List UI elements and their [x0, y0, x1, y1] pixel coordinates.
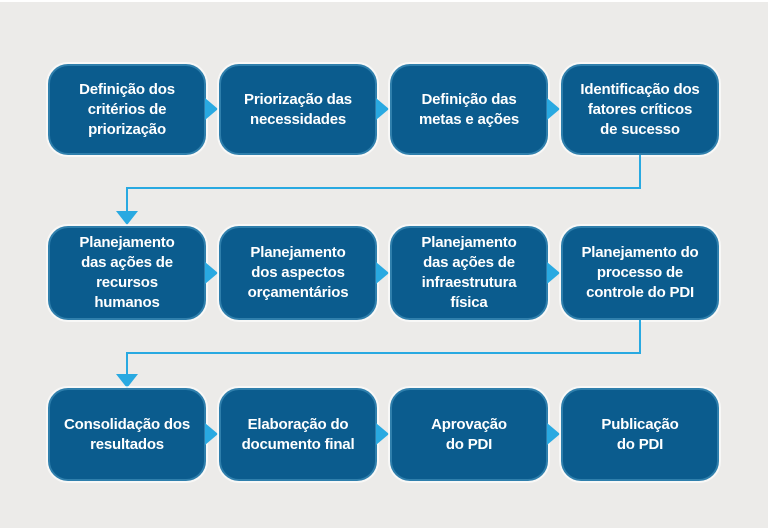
- arrow-right-icon: [376, 98, 389, 120]
- step-planejamento-infraestrutura-fisica: Planejamento das ações de infraestrutura…: [390, 226, 548, 320]
- arrow-right-icon: [547, 262, 560, 284]
- step-label: Planejamento do processo de controle do …: [581, 244, 699, 301]
- step-planejamento-aspectos-orcamentarios: Planejamento dos aspectos orçamentários: [219, 226, 377, 320]
- arrow-right-icon: [205, 98, 218, 120]
- connector-line: [639, 320, 641, 354]
- step-consolidacao-resultados: Consolidação dos resultados: [48, 388, 206, 481]
- step-identificacao-fatores-criticos: Identificação dos fatores críticos de su…: [561, 64, 719, 155]
- arrow-right-icon: [205, 423, 218, 445]
- step-label: Priorização das necessidades: [244, 90, 352, 128]
- step-label: Publicação do PDI: [601, 415, 679, 453]
- step-aprovacao-pdi: Aprovação do PDI: [390, 388, 548, 481]
- step-elaboracao-documento-final: Elaboração do documento final: [219, 388, 377, 481]
- step-label: Elaboração do documento final: [241, 415, 355, 453]
- arrow-right-icon: [547, 423, 560, 445]
- step-definicao-criterios-priorizacao: Definição dos critérios de priorização: [48, 64, 206, 155]
- connector-line: [639, 155, 641, 189]
- arrow-right-icon: [376, 423, 389, 445]
- connector-line: [126, 187, 128, 213]
- arrow-right-icon: [205, 262, 218, 284]
- step-label: Aprovação do PDI: [431, 415, 507, 453]
- step-label: Planejamento das ações de infraestrutura…: [421, 234, 517, 311]
- step-publicacao-pdi: Publicação do PDI: [561, 388, 719, 481]
- step-label: Definição das metas e ações: [419, 90, 519, 128]
- connector-line: [126, 352, 128, 377]
- step-label: Consolidação dos resultados: [64, 415, 190, 453]
- step-planejamento-recursos-humanos: Planejamento das ações de recursos human…: [48, 226, 206, 320]
- step-label: Definição dos critérios de priorização: [79, 80, 175, 138]
- step-label: Planejamento dos aspectos orçamentários: [247, 244, 349, 301]
- step-definicao-metas-acoes: Definição das metas e ações: [390, 64, 548, 155]
- arrow-down-icon: [116, 374, 138, 388]
- step-priorizacao-necessidades: Priorização das necessidades: [219, 64, 377, 155]
- step-label: Planejamento das ações de recursos human…: [79, 234, 175, 311]
- arrow-right-icon: [547, 98, 560, 120]
- step-planejamento-controle-pdi: Planejamento do processo de controle do …: [561, 226, 719, 320]
- connector-line: [126, 187, 641, 189]
- arrow-down-icon: [116, 211, 138, 225]
- step-label: Identificação dos fatores críticos de su…: [580, 80, 700, 138]
- connector-line: [126, 352, 641, 354]
- arrow-right-icon: [376, 262, 389, 284]
